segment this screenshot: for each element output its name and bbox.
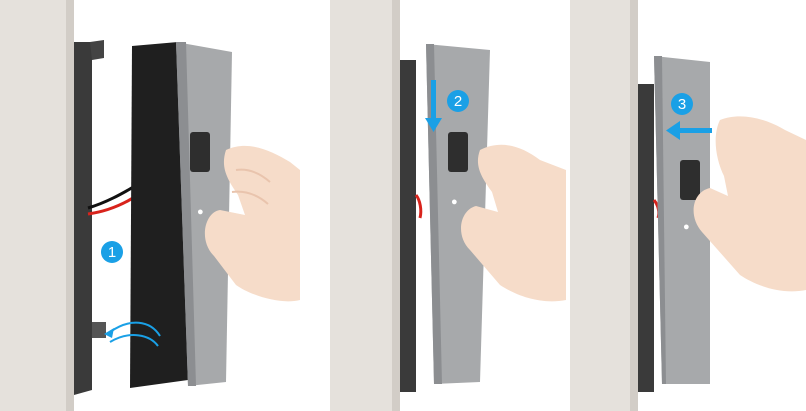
slide-down-arrow-shaft (431, 80, 436, 120)
step-2-number: 2 (454, 93, 462, 110)
mic-icon: ● (451, 196, 458, 208)
wall (330, 0, 398, 411)
mic-icon: ● (197, 206, 204, 218)
bracket-clip-top (90, 40, 104, 60)
mounting-bracket (74, 42, 92, 395)
wall-shadow (392, 0, 400, 411)
step-1-illustration: ● 1 (0, 0, 300, 411)
step-3-number: 3 (678, 96, 686, 113)
wall-shadow (66, 0, 74, 411)
hand (694, 116, 806, 291)
fingerprint-button (680, 160, 700, 200)
step-3-panel: ● 3 (570, 0, 806, 411)
step-3-illustration: ● 3 (570, 0, 806, 411)
mic-icon: ● (683, 221, 690, 233)
mounting-bracket (638, 84, 654, 392)
wall (0, 0, 72, 411)
wire-red (416, 195, 421, 218)
mounting-bracket (400, 60, 416, 392)
step-1-number: 1 (108, 244, 116, 261)
step-2-panel: ● 2 (330, 0, 566, 411)
fingerprint-button (448, 132, 468, 172)
step-2-illustration: ● 2 (330, 0, 566, 411)
bracket-hook-bottom (92, 322, 106, 338)
push-in-arrow-shaft (678, 128, 712, 133)
fingerprint-button (190, 132, 210, 172)
step-1-panel: ● 1 (0, 0, 300, 411)
wall-shadow (630, 0, 638, 411)
wall (570, 0, 636, 411)
